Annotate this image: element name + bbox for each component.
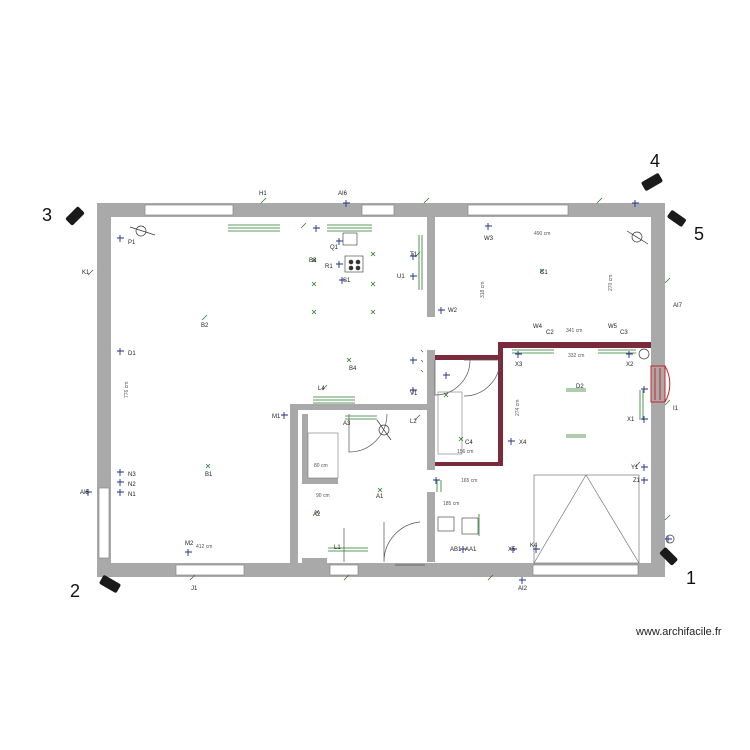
equipment-label: J1 [191,586,198,592]
equipment-label: I1 [673,406,679,412]
equipment-label: B2 [201,323,209,329]
equipment-label: W3 [484,236,494,242]
camera-numbers: 1 2 3 4 5 [42,151,704,601]
equipment-label: W2 [448,308,458,314]
equipment-label: N2 [128,482,136,488]
equipment-label: D2 [576,384,584,390]
equipment-label: U1 [397,274,405,280]
equipment-label: K4 [530,543,538,549]
dim-wc-width: 90 cm [316,493,330,499]
dim-bedroom2-height: 274 cm [515,400,521,416]
equipment-label: Y1 [631,465,639,471]
cooktop [342,232,479,535]
light-fixtures [129,225,675,544]
equipment-label: M2 [185,541,194,547]
equipment-label: K1 [82,270,90,276]
equipment-labels: H1 AI6 K1 P1 D1 N3 N2 N1 AI5 M1 M2 J1 AI… [80,191,683,592]
dim-bath-width: 156 cm [457,449,473,455]
equipment-label: L2 [410,419,417,425]
camera-number-2: 2 [70,581,80,601]
doors [343,359,501,566]
equipment-label: AI2 [518,586,528,592]
exterior-walls [97,203,665,577]
equipment-label: AA1 [465,547,477,553]
sockets [85,200,672,584]
equipment-label: C2 [546,330,554,336]
camera-4-icon [641,173,663,191]
equipment-label: X2 [626,362,634,368]
dimensions: 412 cm 776 cm 490 cm 318 cm 270 cm 341 c… [124,231,614,550]
equipment-label: C1 [540,270,548,276]
equipment-label: D1 [128,351,136,357]
equipment-label: H1 [259,191,267,197]
equipment-label: X3 [515,362,523,368]
watermark: www.archifacile.fr [635,626,722,638]
camera-number-1: 1 [686,568,696,588]
camera-number-4: 4 [650,151,660,171]
equipment-label: X1 [627,417,635,423]
dim-room-width: 490 cm [534,231,550,237]
highlighted-partition [435,342,651,466]
equipment-label: A3 [343,421,351,427]
equipment-label: W4 [533,324,543,330]
security-cameras [65,173,686,593]
equipment-label: Q1 [330,245,339,251]
camera-3-icon [65,206,85,226]
closets [307,391,463,479]
equipment-label: X4 [519,440,527,446]
camera-5-icon [667,210,686,227]
camera-number-3: 3 [42,205,52,225]
equipment-label: V1 [410,391,418,397]
entrance-door [650,365,671,403]
dim-living-width: 412 cm [196,544,212,550]
interior-walls [290,217,435,564]
equipment-label: R1 [325,264,333,270]
equipment-label: L4 [318,386,325,392]
camera-1-icon [659,547,678,566]
dim-room-height: 318 cm [480,282,486,298]
dim-corridor-width: 185 cm [443,501,459,507]
equipment-label: N3 [128,472,136,478]
equipment-label: B4 [349,366,357,372]
equipment-label: B3 [309,258,317,264]
dim-bedroom-height: 270 cm [608,275,614,291]
equipment-label: AI5 [80,490,90,496]
equipment-label: Z1 [633,478,641,484]
garage-outline [533,474,640,564]
dim-utility-width: 165 cm [461,478,477,484]
switch-markers [87,197,671,581]
equipment-label: C3 [620,330,628,336]
camera-number-5: 5 [694,224,704,244]
equipment-label: S1 [343,278,351,284]
equipment-label: N1 [128,492,136,498]
equipment-label: P1 [128,240,136,246]
wiring [228,224,644,552]
equipment-label: AI7 [673,303,683,309]
camera-2-icon [99,575,121,593]
equipment-label: B1 [205,472,213,478]
equipment-label: C4 [465,440,473,446]
equipment-label: A2 [313,512,321,518]
equipment-label: L1 [334,545,341,551]
equipment-label: AB1 [450,547,462,553]
equipment-label: M1 [272,414,281,420]
equipment-label: T1 [410,252,418,258]
equipment-label: A1 [376,494,384,500]
windows [98,204,639,576]
equipment-label: W5 [608,324,618,330]
dim-closet-width: 80 cm [314,463,328,469]
dim-bedroom-width: 341 cm [566,328,582,334]
dim-bedroom2-width: 332 cm [568,353,584,359]
equipment-label: X5 [508,547,516,553]
equipment-label: AI6 [338,191,348,197]
dim-living-height: 776 cm [124,382,130,398]
